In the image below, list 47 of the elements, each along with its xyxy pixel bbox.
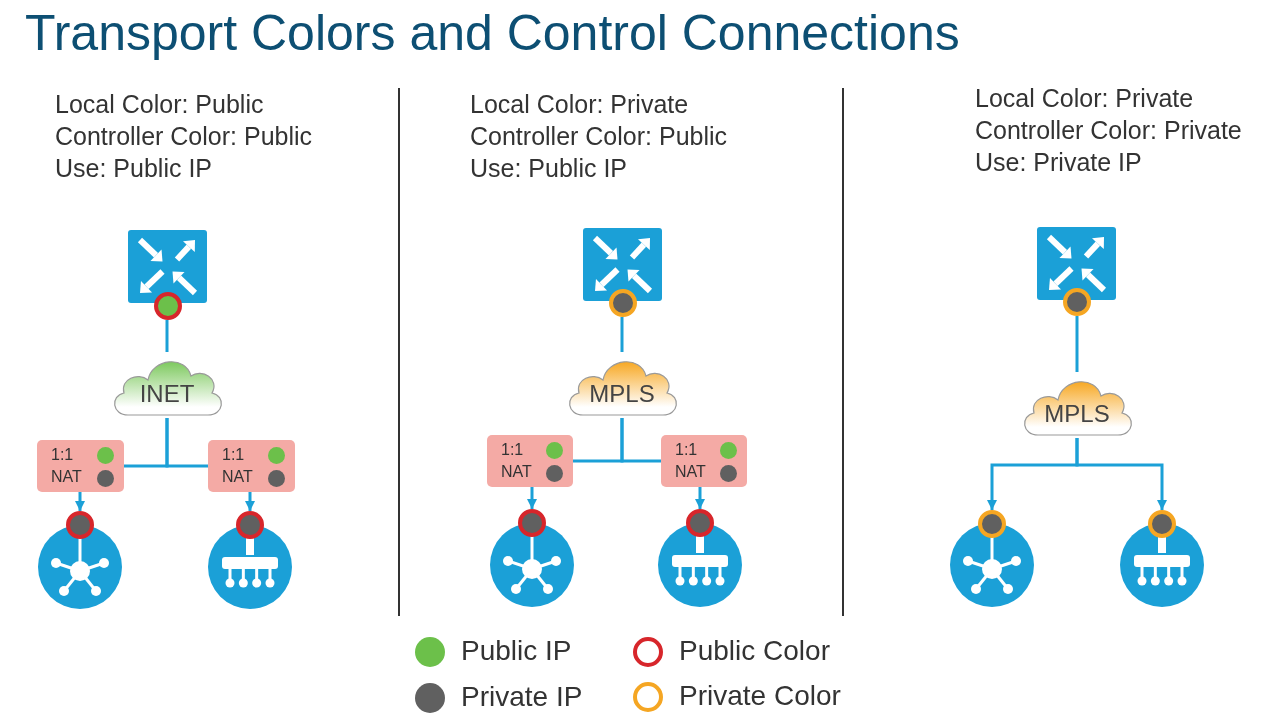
connector-line	[620, 418, 661, 463]
panel-note: Local Color: Private	[470, 90, 689, 119]
arrow	[245, 492, 255, 511]
nat-label: 1:1 NAT	[51, 445, 83, 487]
nat-box	[208, 440, 295, 492]
legend-label: Public IP	[461, 635, 572, 667]
status-dot	[236, 511, 264, 539]
nat-box	[37, 440, 124, 492]
legend-label: Private Color	[679, 680, 841, 712]
arrow	[75, 492, 85, 511]
panel-note: Local Color: Private	[975, 84, 1194, 113]
panel-note: Use: Private IP	[975, 148, 1142, 177]
arrow	[527, 487, 537, 509]
nat-box	[661, 435, 747, 487]
connector-line	[620, 317, 624, 352]
panel-note: Use: Public IP	[470, 154, 627, 183]
panel-note: Use: Public IP	[55, 154, 212, 183]
nat-label: 1:1 NAT	[675, 440, 707, 482]
status-dot	[1148, 510, 1176, 538]
status-dot	[518, 509, 546, 537]
status-dot	[66, 511, 94, 539]
arrow	[1075, 438, 1167, 510]
panel-note: Controller Color: Private	[975, 116, 1242, 145]
status-dot	[686, 509, 714, 537]
status-dot	[978, 510, 1006, 538]
connector-line	[165, 418, 208, 468]
cloud-label: MPLS	[588, 380, 656, 408]
status-dot	[1063, 288, 1091, 316]
panel-note: Controller Color: Public	[470, 122, 728, 151]
router-icon	[128, 230, 207, 303]
nat-label: 1:1 NAT	[222, 445, 254, 487]
legend-label: Private IP	[461, 681, 583, 713]
panel-note: Controller Color: Public	[55, 122, 313, 151]
router-icon	[583, 228, 662, 301]
connector-line	[1075, 316, 1079, 372]
nat-box	[487, 435, 573, 487]
connector-line	[165, 320, 169, 352]
title: Transport Colors and Control Connections	[25, 4, 960, 62]
nat-label: 1:1 NAT	[501, 440, 533, 482]
cloud-label: INET	[138, 380, 196, 408]
panel-note: Local Color: Public	[55, 90, 264, 119]
status-dot	[609, 289, 637, 317]
legend-label: Public Color	[679, 635, 830, 667]
router-icon	[1037, 227, 1116, 300]
arrow	[695, 487, 705, 509]
cloud-label: MPLS	[1043, 400, 1111, 428]
status-dot	[154, 292, 182, 320]
